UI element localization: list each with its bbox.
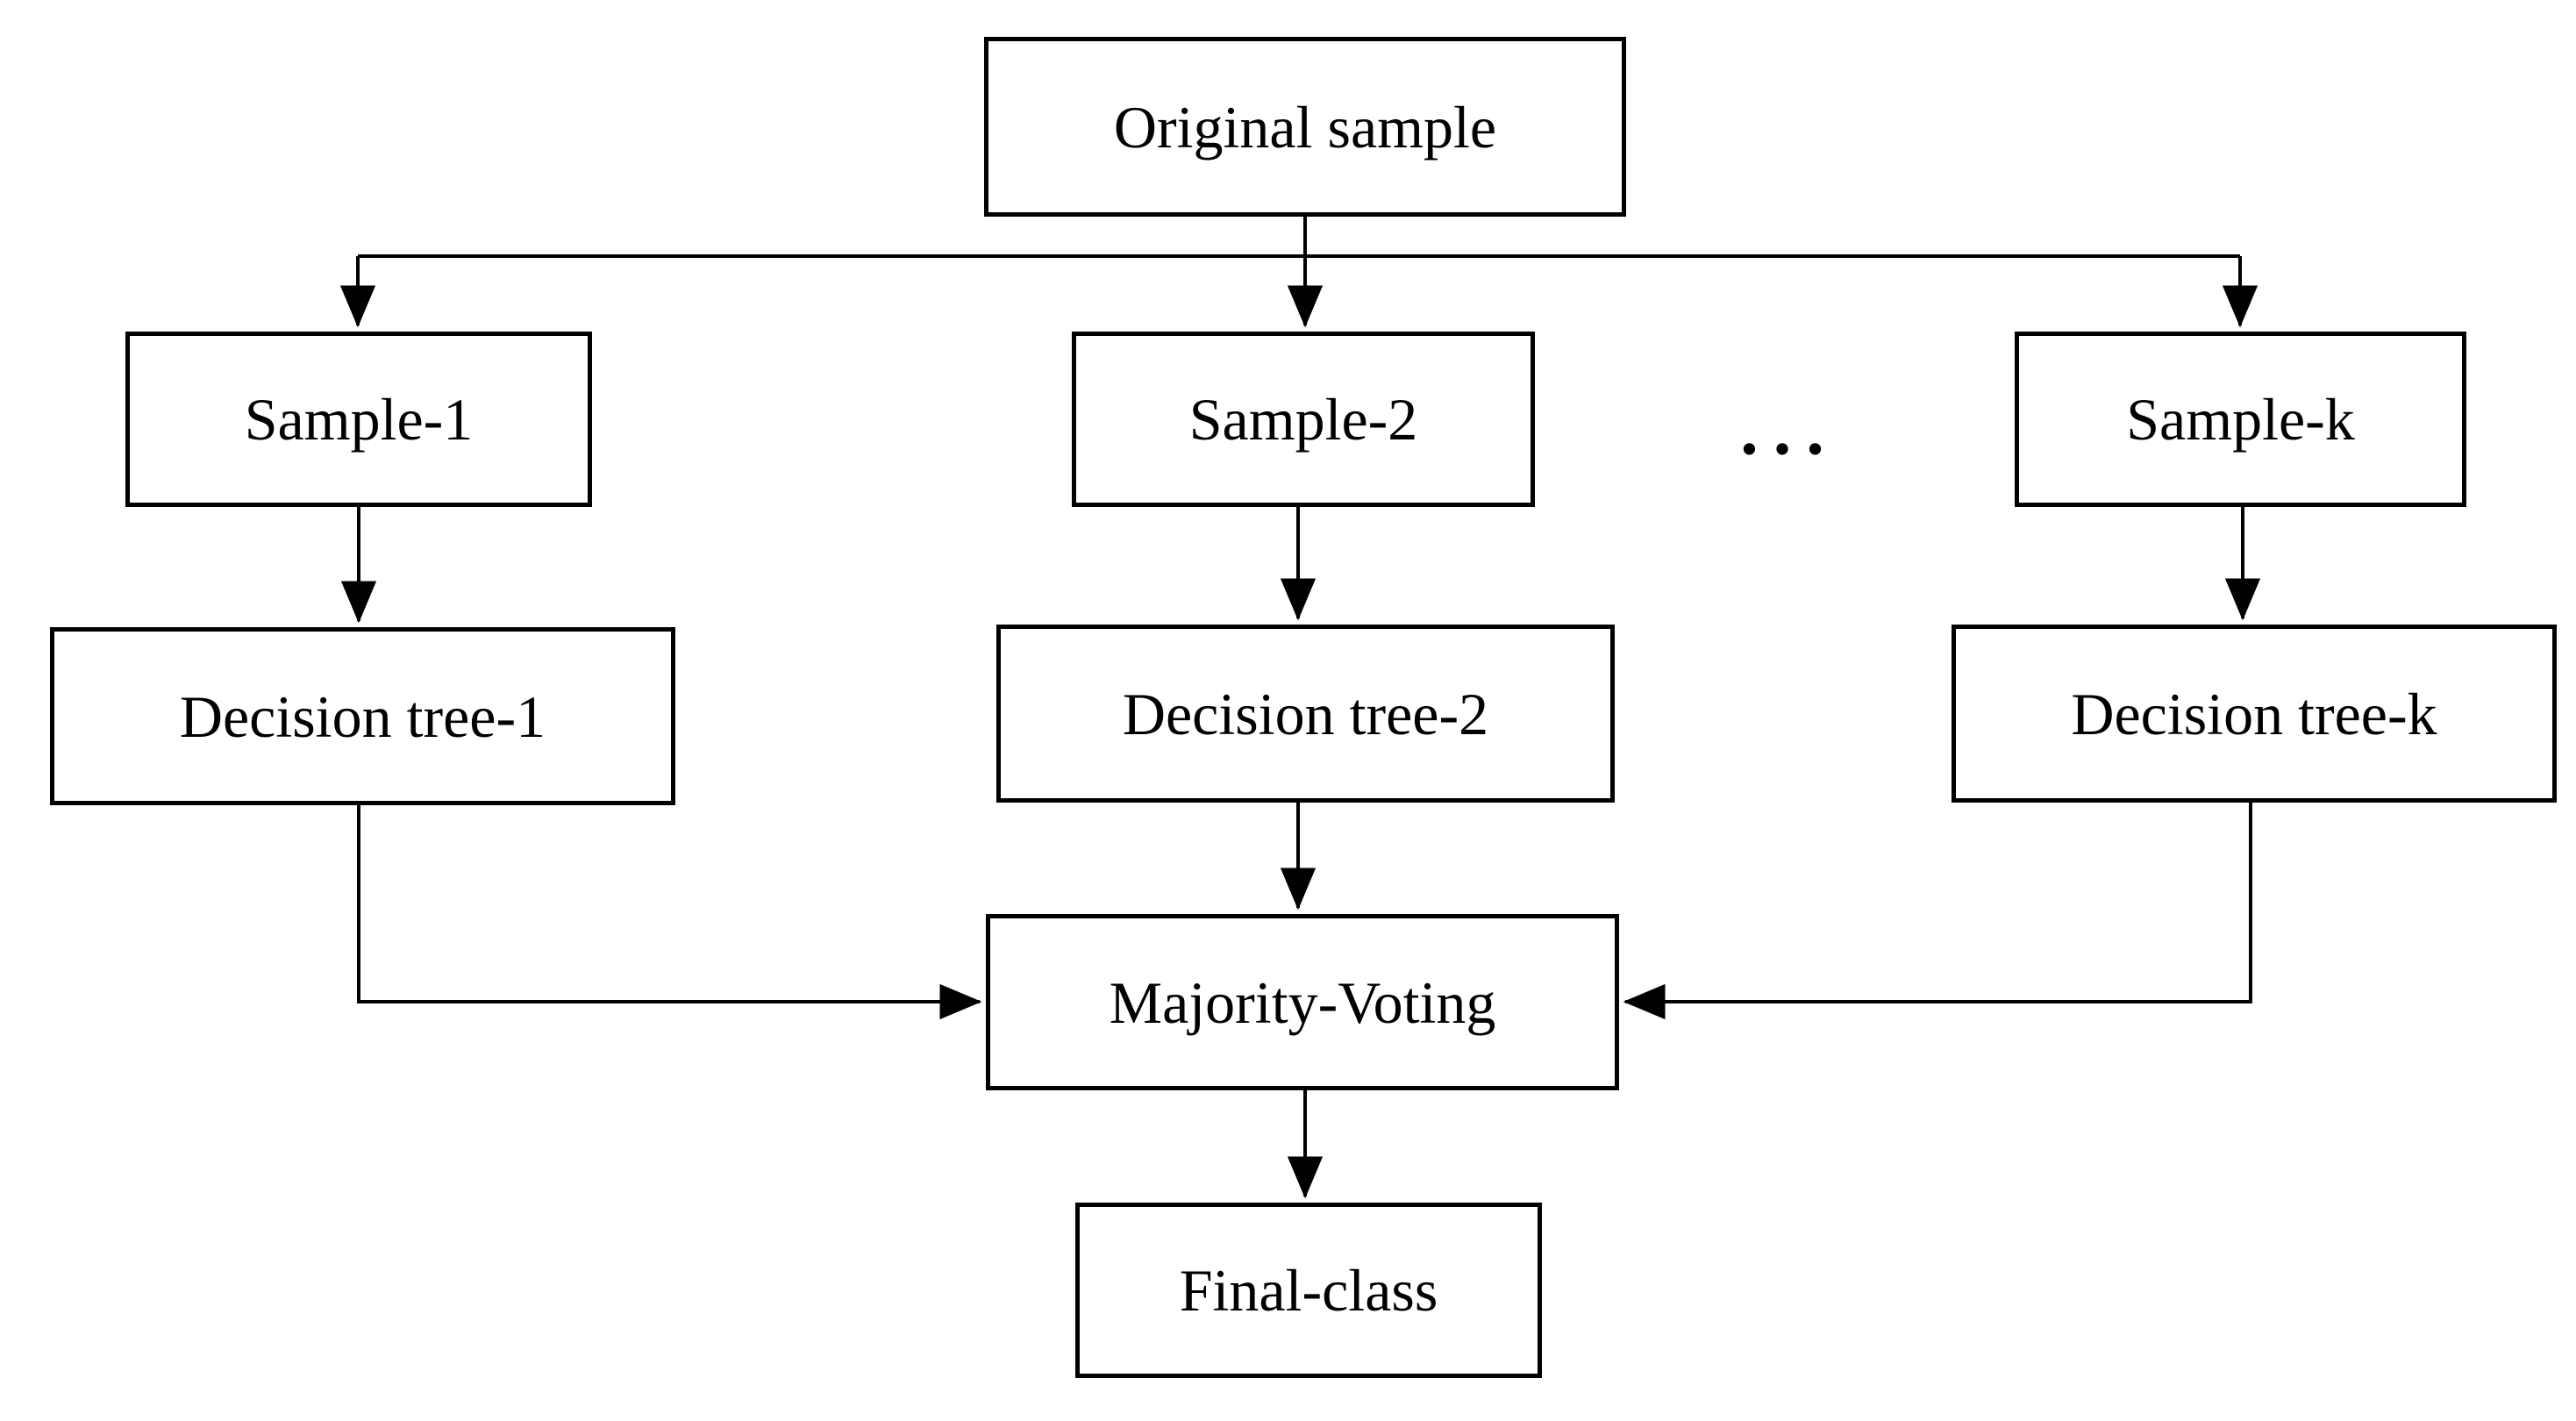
ellipsis-label: … — [1733, 367, 1837, 475]
node-majority-voting: Majority-Voting — [986, 914, 1619, 1090]
node-final-class: Final-class — [1075, 1203, 1542, 1378]
node-decision-tree-k: Decision tree-k — [1952, 625, 2557, 803]
node-majority-voting-label: Majority-Voting — [1109, 968, 1496, 1036]
node-final-class-label: Final-class — [1179, 1257, 1438, 1324]
node-sample-1: Sample-1 — [125, 332, 592, 507]
node-decision-tree-1: Decision tree-1 — [50, 627, 675, 805]
node-sample-1-label: Sample-1 — [244, 386, 474, 453]
node-decision-tree-1-label: Decision tree-1 — [179, 682, 546, 750]
node-original-sample-label: Original sample — [1113, 93, 1497, 161]
ellipsis-more-samples: … — [1702, 351, 1868, 491]
node-decision-tree-2: Decision tree-2 — [996, 625, 1615, 803]
edge-tree1-to-voting — [357, 805, 982, 1020]
node-decision-tree-k-label: Decision tree-k — [2071, 680, 2437, 747]
node-sample-k-label: Sample-k — [2126, 386, 2355, 453]
node-sample-2: Sample-2 — [1072, 332, 1535, 507]
node-decision-tree-2-label: Decision tree-2 — [1122, 680, 1489, 747]
node-sample-2-label: Sample-2 — [1188, 386, 1418, 453]
node-sample-k: Sample-k — [2015, 332, 2466, 507]
edge-treek-to-voting — [1623, 803, 2252, 1020]
node-original-sample: Original sample — [984, 37, 1626, 217]
